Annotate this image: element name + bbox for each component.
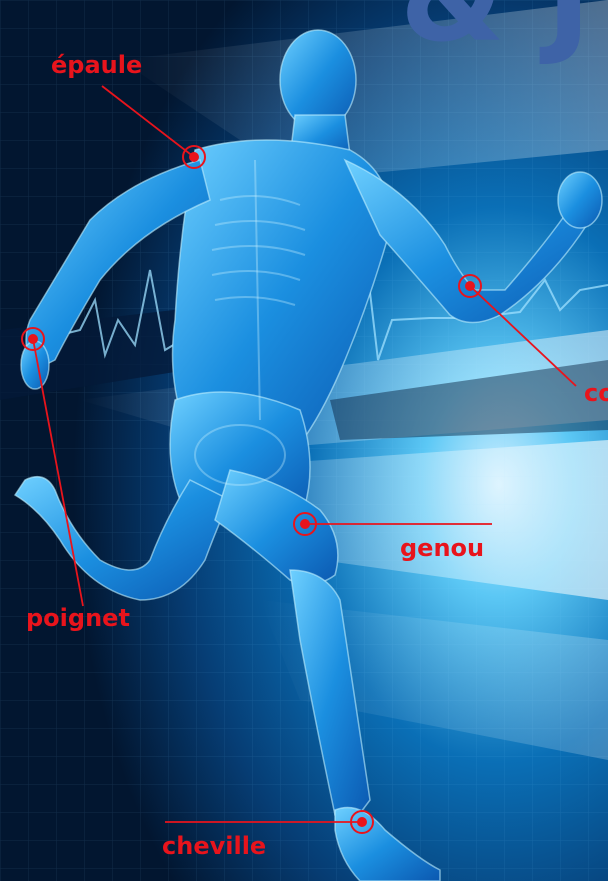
headline-fragment: & J <box>400 0 591 69</box>
label-ankle: cheville <box>162 832 266 860</box>
label-shoulder: épaule <box>51 51 142 79</box>
label-elbow: co <box>584 379 608 407</box>
label-wrist: poignet <box>26 604 130 632</box>
label-knee: genou <box>400 534 484 562</box>
